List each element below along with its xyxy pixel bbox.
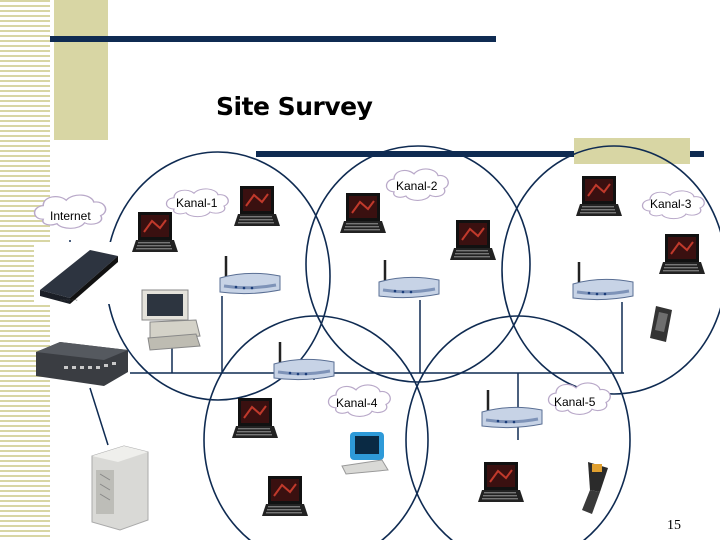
barcode-scanner-icon bbox=[582, 462, 608, 514]
svg-text:~~~~~~: ~~~~~~ bbox=[60, 298, 78, 304]
switch-icon bbox=[36, 342, 128, 386]
laptop-icon bbox=[131, 211, 179, 253]
laptop-icon bbox=[449, 219, 497, 261]
svg-text:Kanal-4: Kanal-4 bbox=[336, 396, 378, 410]
kanal-5-cloud: Kanal-5 bbox=[547, 382, 611, 416]
cell-circle-kanal-5 bbox=[405, 315, 631, 540]
laptop-icon bbox=[477, 461, 525, 503]
laptop-icon bbox=[658, 233, 706, 275]
pda-icon bbox=[650, 306, 672, 342]
laptop-icon bbox=[231, 397, 279, 439]
title-accent-box bbox=[54, 0, 108, 140]
svg-text:Internet: Internet bbox=[50, 209, 91, 223]
desktop-pc-icon bbox=[141, 289, 201, 351]
internet-cloud: Internet bbox=[33, 194, 107, 230]
svg-text:Kanal-1: Kanal-1 bbox=[176, 196, 218, 210]
laptop-icon bbox=[233, 185, 281, 227]
kanal-3-cloud: Kanal-3 bbox=[641, 190, 705, 220]
svg-text:Kanal-5: Kanal-5 bbox=[554, 395, 596, 409]
router-icon: ~~~~~~ bbox=[34, 242, 128, 304]
access-point-kanal-4-icon bbox=[272, 340, 336, 382]
access-point-kanal-2-icon bbox=[377, 258, 441, 300]
access-point-kanal-3-icon bbox=[571, 260, 635, 302]
title-top-bar bbox=[50, 36, 496, 42]
access-point-kanal-5-icon bbox=[480, 388, 544, 430]
laptop-icon bbox=[575, 175, 623, 217]
page-number: 15 bbox=[667, 518, 681, 533]
cell-circle-kanal-4 bbox=[203, 315, 429, 540]
access-point-kanal-1-icon bbox=[218, 254, 282, 296]
svg-text:Kanal-2: Kanal-2 bbox=[396, 179, 438, 193]
kanal-1-cloud: Kanal-1 bbox=[165, 188, 229, 218]
title-bottom-bar bbox=[256, 151, 704, 157]
kanal-4-cloud: Kanal-4 bbox=[327, 384, 391, 418]
kanal-2-cloud: Kanal-2 bbox=[385, 168, 449, 202]
right-accent-box bbox=[574, 138, 690, 164]
slide-title: Site Survey bbox=[216, 92, 373, 121]
cell-circle-kanal-2 bbox=[305, 145, 531, 383]
imac-icon bbox=[341, 432, 389, 475]
laptop-icon bbox=[261, 475, 309, 517]
cell-circle-kanal-3 bbox=[501, 145, 720, 395]
svg-text:Kanal-3: Kanal-3 bbox=[650, 197, 692, 211]
laptop-icon bbox=[339, 192, 387, 234]
server-icon bbox=[91, 445, 149, 531]
